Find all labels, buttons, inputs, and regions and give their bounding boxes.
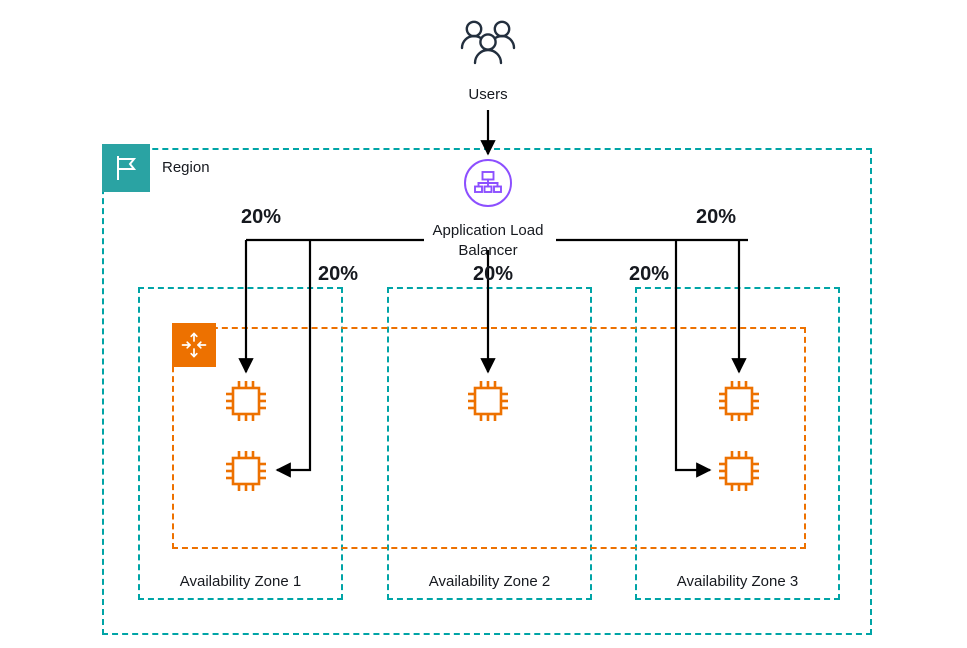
traffic-percent-az3-instance-2: 20% xyxy=(628,263,670,285)
traffic-percent-az1-instance-1: 20% xyxy=(240,206,282,228)
availability-zone-1-box xyxy=(138,287,343,600)
users-label: Users xyxy=(468,86,508,103)
ec2-instance-icon xyxy=(465,378,511,424)
region-flag-icon xyxy=(102,144,150,192)
application-load-balancer-icon xyxy=(464,159,512,207)
auto-scaling-group-icon xyxy=(172,323,216,367)
availability-zone-2-label: Availability Zone 2 xyxy=(428,573,551,590)
ec2-instance-icon xyxy=(223,448,269,494)
traffic-percent-az3-instance-1: 20% xyxy=(695,206,737,228)
region-label: Region xyxy=(162,159,210,176)
auto-scaling-group-boundary-box xyxy=(172,327,806,549)
ec2-instance-icon xyxy=(716,378,762,424)
application-load-balancer-label-line1: Application Load xyxy=(432,222,544,239)
ec2-instance-icon xyxy=(716,448,762,494)
traffic-percent-az2-instance-1: 20% xyxy=(472,263,514,285)
availability-zone-3-box xyxy=(635,287,840,600)
availability-zone-2-box xyxy=(387,287,592,600)
availability-zone-1-label: Availability Zone 1 xyxy=(179,573,302,590)
ec2-instance-icon xyxy=(223,378,269,424)
traffic-percent-az1-instance-2: 20% xyxy=(317,263,359,285)
users-group-icon xyxy=(457,18,519,68)
application-load-balancer-label-line2: Balancer xyxy=(458,242,518,259)
availability-zone-3-label: Availability Zone 3 xyxy=(676,573,799,590)
